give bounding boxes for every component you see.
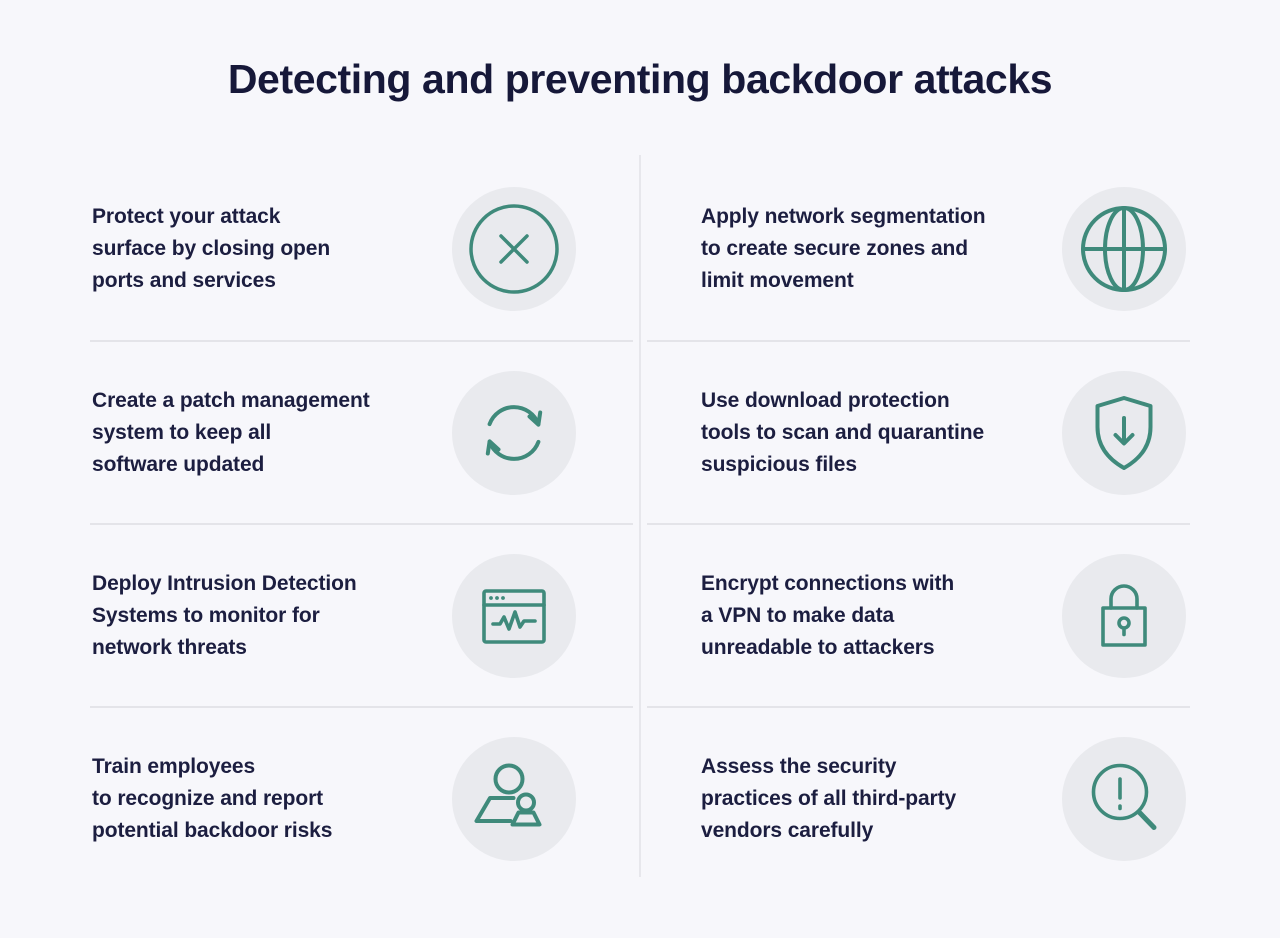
item-text: Encrypt connections with a VPN to make d… [701,571,955,659]
item-intrusion-detection: Deploy Intrusion Detection Systems to mo… [90,523,633,706]
infographic: Detecting and preventing backdoor attack… [90,56,1190,889]
padlock-icon [1062,553,1186,678]
x-circle-icon [452,186,576,311]
item-text: Protect your attack surface by closing o… [92,204,331,292]
item-text: Apply network segmentation to create sec… [701,204,986,292]
shield-download-icon [1062,370,1186,495]
item-text: Deploy Intrusion Detection Systems to mo… [92,571,357,659]
item-close-ports: Protect your attack surface by closing o… [90,157,633,340]
item-employee-training: Train employees to recognize and report … [90,706,633,889]
item-text: Assess the security practices of all thi… [701,754,957,842]
search-alert-icon [1062,736,1186,861]
item-vpn-encryption: Encrypt connections with a VPN to make d… [647,523,1190,706]
item-download-protection: Use download protection tools to scan an… [647,340,1190,523]
item-text: Create a patch management system to keep… [92,388,370,476]
item-network-segmentation: Apply network segmentation to create sec… [647,157,1190,340]
item-text: Use download protection tools to scan an… [701,388,985,476]
page-title: Detecting and preventing backdoor attack… [227,56,1053,102]
training-people-icon [452,736,576,861]
item-vendor-assessment: Assess the security practices of all thi… [647,706,1190,889]
vertical-divider [639,155,641,877]
item-patch-management: Create a patch management system to keep… [90,340,633,523]
items-grid: Protect your attack surface by closing o… [90,155,1190,889]
item-text: Train employees to recognize and report … [92,754,333,842]
sync-arrows-icon [452,370,576,495]
monitor-pulse-icon [452,553,576,678]
globe-icon [1062,186,1186,311]
